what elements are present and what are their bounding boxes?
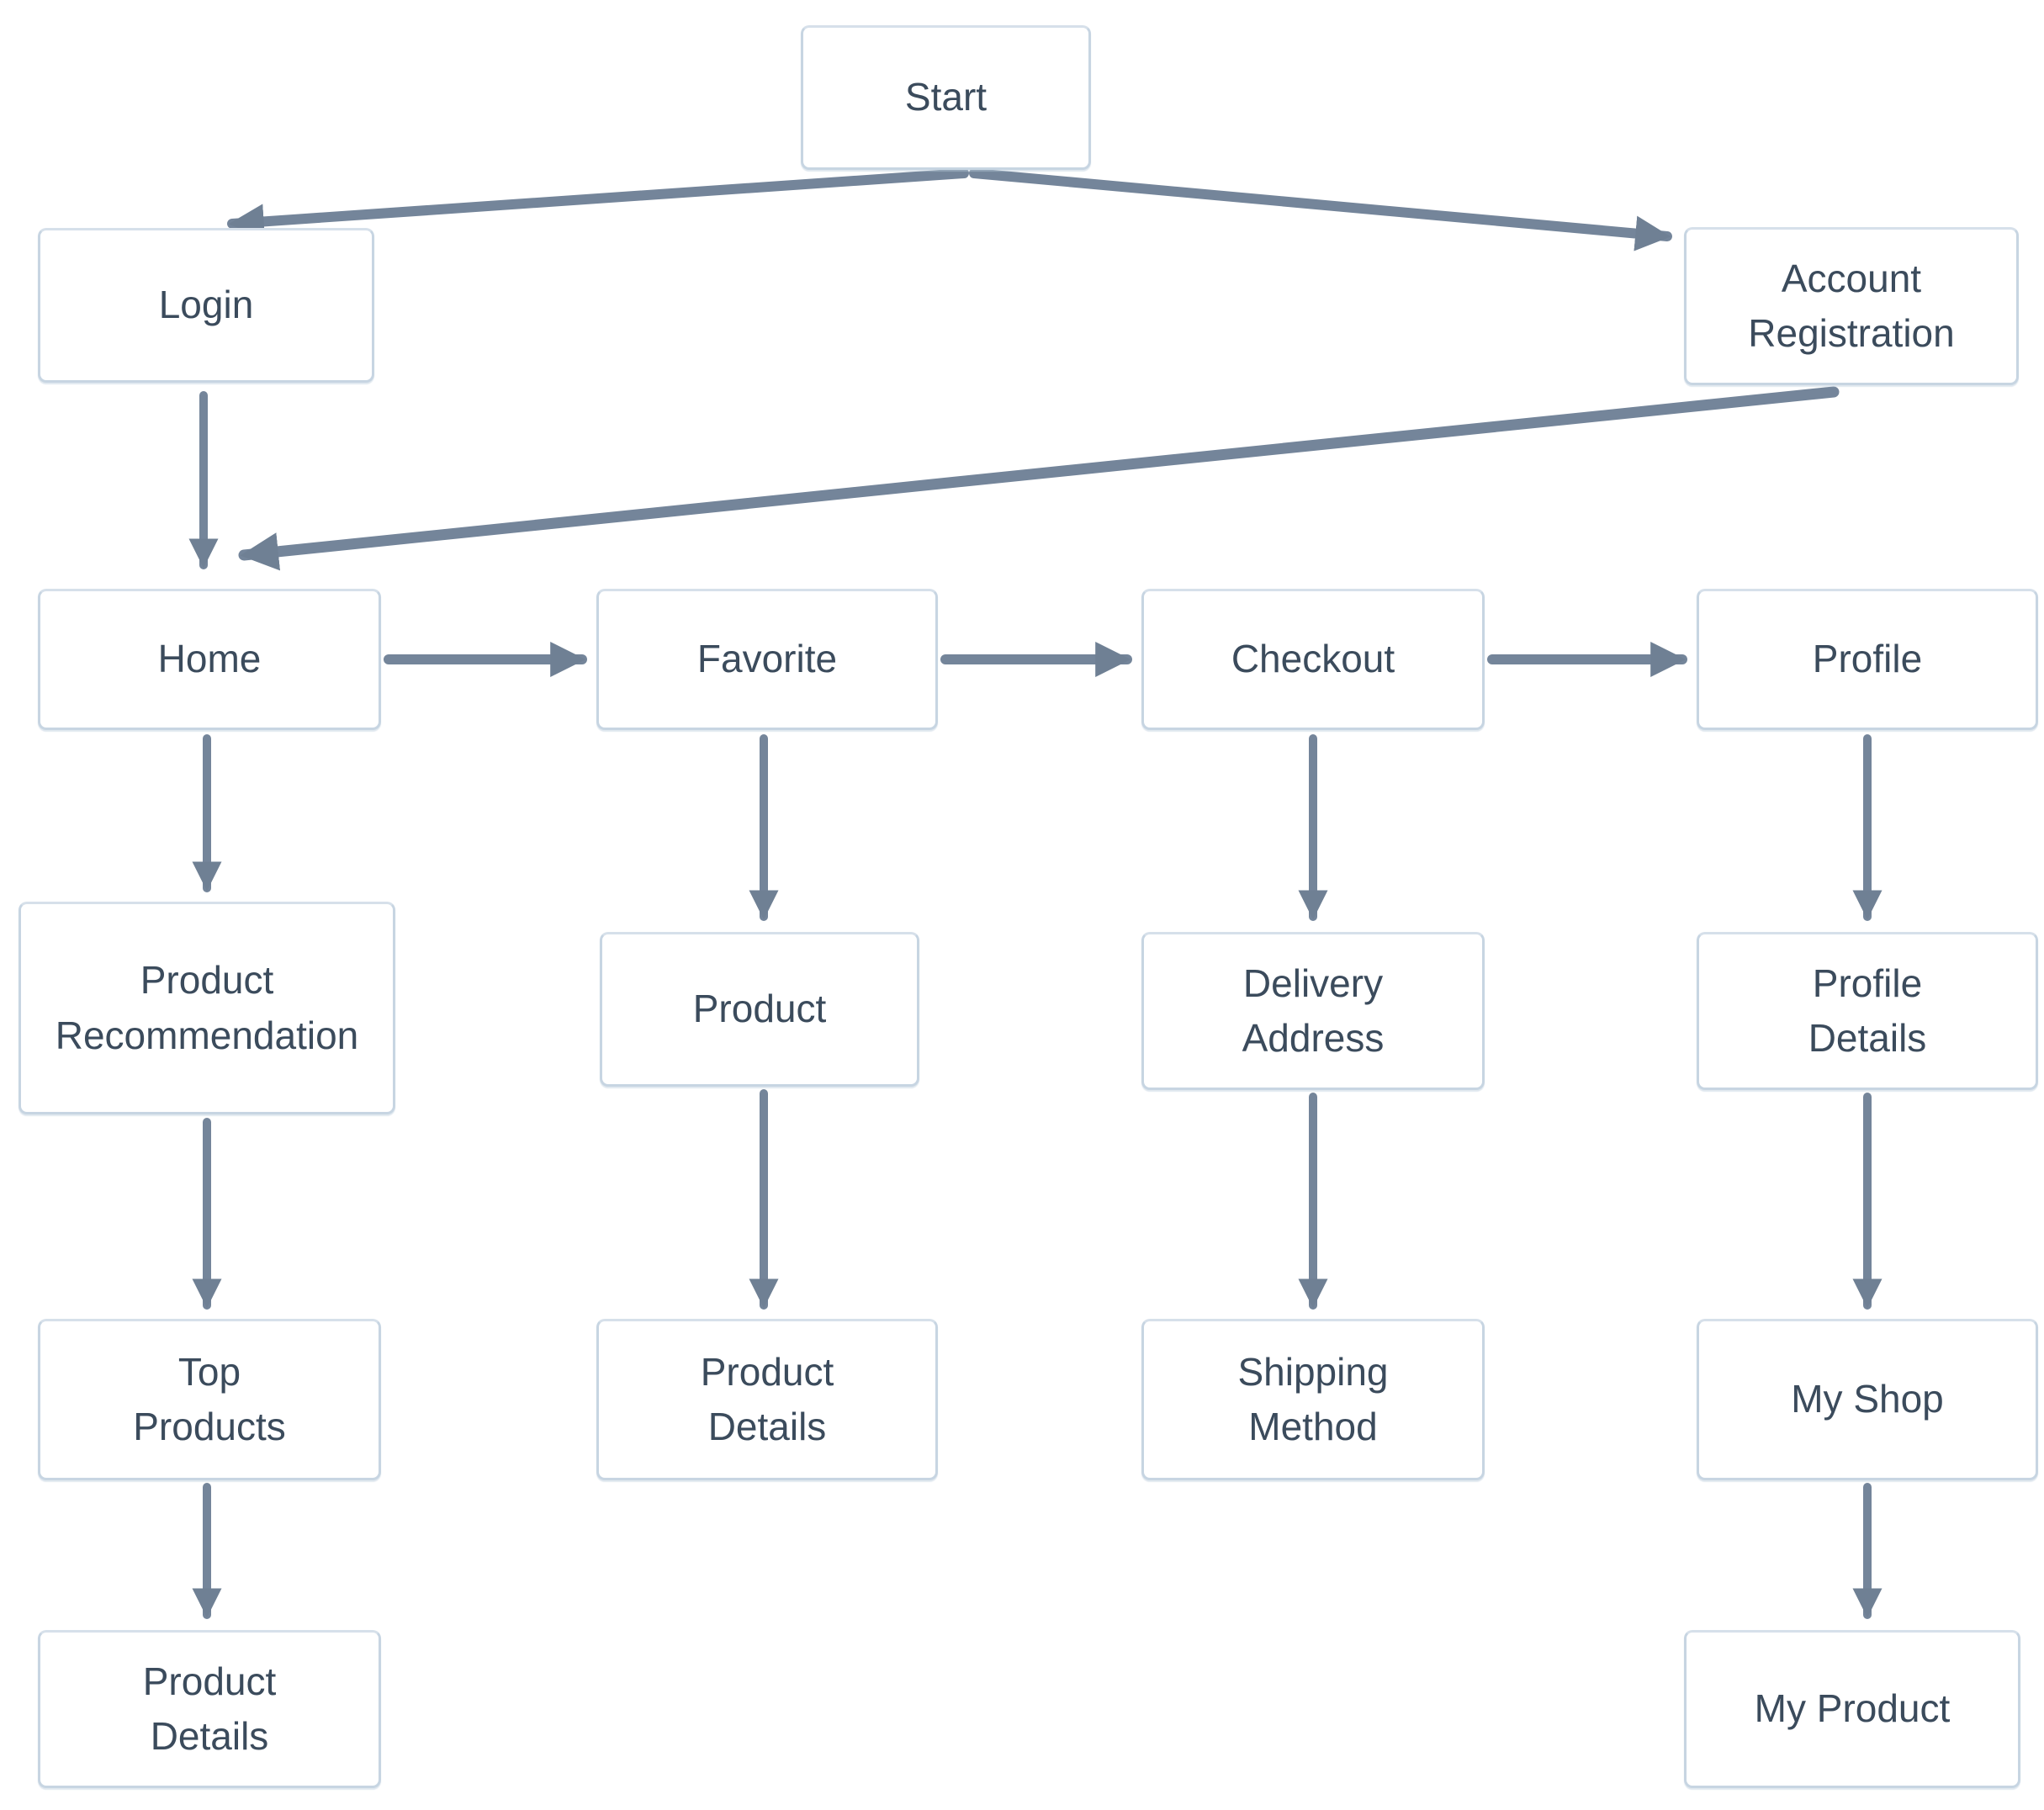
node-label: Favorite [696,637,838,681]
node-label: Delivery Address [1242,961,1385,1060]
node-shipping-method: Shipping Method [1141,1319,1485,1480]
node-start: Start [801,25,1091,170]
node-my-shop: My Shop [1697,1319,2038,1480]
edge-account-registration-home [238,386,1840,571]
edge-start-account-registration [969,168,1672,251]
node-label: Login [158,283,254,327]
node-label: Home [157,637,262,681]
node-label: My Shop [1791,1377,1944,1421]
node-profile: Profile [1697,589,2038,730]
node-label: My Product [1754,1686,1951,1731]
node-label: Product Details [142,1659,277,1758]
node-favorite: Favorite [596,589,938,730]
node-label: Profile Details [1808,961,1927,1060]
node-home: Home [38,589,381,730]
edge-start-login [227,168,969,240]
node-account-registration: Account Registration [1684,227,2019,385]
node-label: Top Products [133,1349,286,1448]
node-login: Login [38,228,374,383]
node-product-details-home: Product Details [38,1630,381,1788]
node-label: Shipping Method [1237,1349,1389,1448]
node-product: Product [600,932,919,1087]
node-label: Product [692,987,827,1031]
node-product-recommendation: Product Recommendation [19,902,395,1114]
node-checkout: Checkout [1141,589,1485,730]
node-label: Account Registration [1748,256,1955,355]
node-label: Profile [1812,637,1923,681]
node-product-details-favorite: Product Details [596,1319,938,1480]
node-label: Start [904,75,988,119]
node-delivery-address: Delivery Address [1141,932,1485,1090]
node-profile-details: Profile Details [1697,932,2038,1090]
node-top-products: Top Products [38,1319,381,1480]
node-label: Product Details [700,1349,834,1448]
node-my-product: My Product [1684,1630,2020,1788]
node-label: Product Recommendation [55,958,359,1057]
node-label: Checkout [1231,637,1395,681]
